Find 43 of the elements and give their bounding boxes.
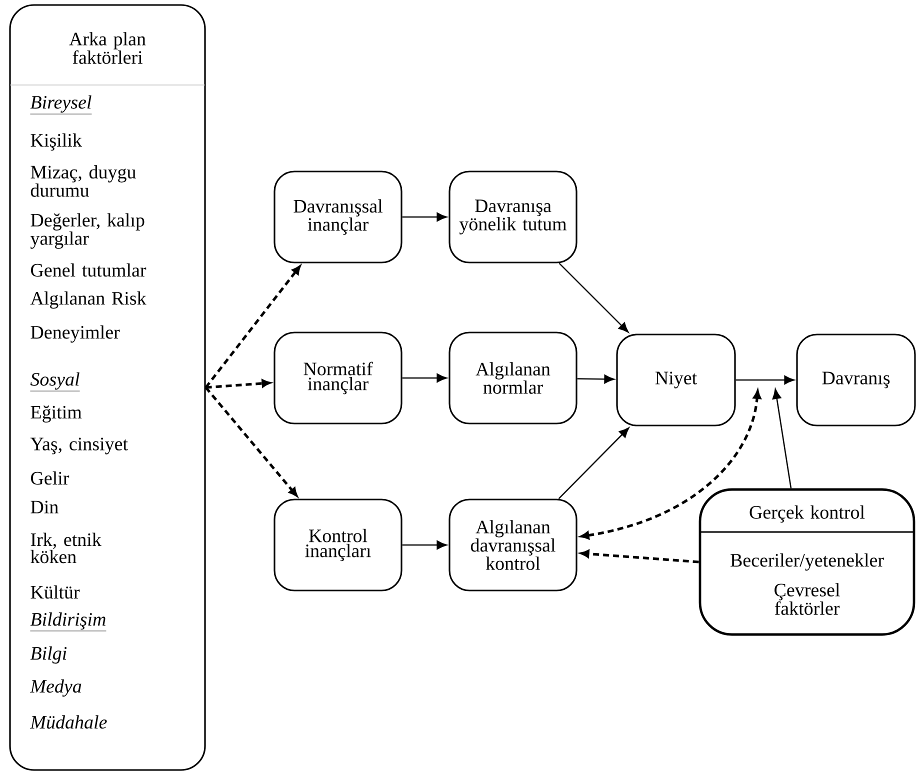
list-item: Din [30,500,58,514]
rounded-box: Kontrol inançları [274,498,402,592]
group-heading: Bildirişim [30,612,106,632]
arrow [558,427,630,500]
arrow [402,540,447,550]
arrow [558,262,629,333]
arrow [577,374,614,384]
dashed-arrow [204,386,298,496]
list-item: Değerler, kalıp yargılar [30,213,144,249]
panel-title: Arka plan faktörleri [69,32,146,64]
list-item: Yaş, cinsiyet [30,438,128,454]
list-item: Gelir [31,471,70,485]
box-heading: Gerçek kontrol [750,505,865,523]
arrow [402,374,447,382]
arrow [402,212,447,222]
list-item: Mizaç, duygu durumu [30,165,136,197]
rounded-box: Davranış [796,334,916,426]
rounded-box: Algılanan davranışsal kontrol [448,498,578,592]
list-item: Kültür [30,585,80,599]
rounded-box: Niyet [616,334,736,426]
dashed-arrow [204,266,301,388]
list-item: Irk, etnik köken [30,532,102,564]
rounded-box: Algılanan normlar [448,332,578,424]
rounded-box: Davranışa yönelik tutum [448,170,578,264]
list-item: Müdahale [30,715,107,729]
dashed-arrow [580,390,762,540]
dashed-arrow [206,379,270,389]
list-item: Algılanan Risk [30,291,146,309]
list-item: Genel tutumlar [31,263,146,277]
list-item: Bilgi [30,646,67,664]
arrow [736,376,794,384]
group-heading: Sosyal [30,372,80,392]
list-item: Kişilik [30,133,82,151]
list-item: Deneyimler [30,325,120,343]
group-heading: Bireysel [30,95,92,114]
rounded-box: Normatif inançlar [274,332,402,424]
list-item: Eğitim [30,405,82,423]
dashed-arrow [580,550,699,564]
arrow [772,388,792,488]
box-text: Çevresel faktörler [774,583,840,615]
rounded-box: Davranışsal inançlar [274,170,402,264]
list-item: Medya [30,679,82,697]
box-text: Beceriler/yetenekler [730,553,884,571]
